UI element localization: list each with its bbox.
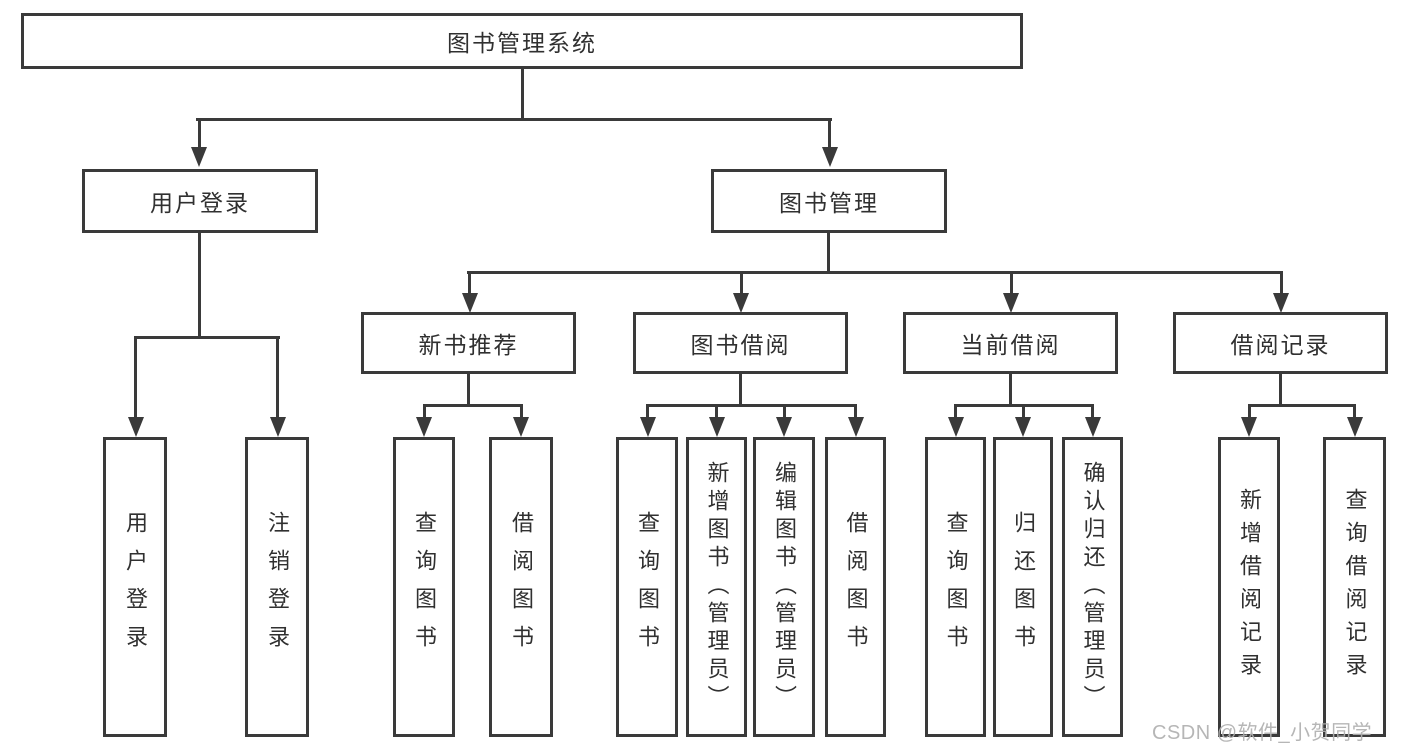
leaf-label: 用户登录 [123, 511, 148, 663]
leaf-query-books-borrowing: 查询图书 [616, 437, 678, 737]
arrow-to-borrow-records [1273, 293, 1289, 313]
node-label: 图书借阅 [690, 332, 791, 358]
node-library-management-system: 图书管理系统 [21, 13, 1023, 69]
node-label: 图书管理系统 [447, 30, 597, 56]
leaf-label: 查询图书 [943, 511, 969, 663]
leaf-borrow-books: 借阅图书 [825, 437, 886, 737]
connector-to-new-book [468, 273, 471, 295]
connector-current-borrowing-stem [1009, 374, 1012, 407]
node-borrowing-records: 借阅记录 [1173, 312, 1388, 374]
leaf-label: 借阅图书 [843, 511, 869, 663]
connector-c1 [646, 406, 649, 418]
leaf-label: 编辑图书（管理员） [772, 461, 797, 713]
node-user-login: 用户登录 [82, 169, 318, 233]
leaf-label: 新增借阅记录 [1237, 488, 1262, 686]
connector-c3 [783, 406, 786, 418]
connector-d1 [954, 406, 957, 418]
leaf-query-books-recommend: 查询图书 [393, 437, 455, 737]
leaf-label: 借阅图书 [509, 511, 534, 663]
connector-to-borrow-records [1280, 273, 1283, 295]
connector-user-login-stem [198, 233, 201, 339]
leaf-label: 查询图书 [635, 511, 660, 663]
node-label: 用户登录 [150, 190, 250, 216]
leaf-label: 确认归还（管理员） [1080, 461, 1106, 713]
leaf-label: 新增图书（管理员） [704, 461, 730, 713]
connector-to-current-borrowing [1010, 273, 1013, 295]
arrow-to-book-borrowing [733, 293, 749, 313]
arrow-e1 [1241, 417, 1257, 437]
connector-to-leaf-logout [276, 338, 279, 418]
connector-e1 [1248, 406, 1251, 418]
connector-to-book-borrowing [740, 273, 743, 295]
connector-b2 [520, 406, 523, 418]
arrow-to-book-management [822, 147, 838, 167]
leaf-query-books-current: 查询图书 [925, 437, 986, 737]
arrow-to-leaf-logout [270, 417, 286, 437]
leaf-logout: 注销登录 [245, 437, 309, 737]
connector-user-login-rail [134, 336, 280, 339]
connector-book-borrowing-rail [646, 404, 857, 407]
connector-root-stem [521, 69, 524, 121]
arrow-c2 [709, 417, 725, 437]
node-label: 图书管理 [779, 190, 879, 216]
arrow-c4 [848, 417, 864, 437]
leaf-label: 归还图书 [1011, 511, 1036, 663]
arrow-to-current-borrowing [1003, 293, 1019, 313]
connector-current-borrowing-rail [954, 404, 1094, 407]
arrow-c3 [776, 417, 792, 437]
connector-e2 [1353, 406, 1356, 418]
arrow-to-leaf-user-login [128, 417, 144, 437]
connector-new-book-stem [467, 374, 470, 407]
leaf-return-book: 归还图书 [993, 437, 1053, 737]
arrow-d1 [948, 417, 964, 437]
connector-book-management-stem [827, 233, 830, 274]
leaf-label: 查询图书 [412, 511, 437, 663]
arrow-c1 [640, 417, 656, 437]
arrow-d3 [1085, 417, 1101, 437]
node-label: 新书推荐 [418, 332, 519, 358]
leaf-confirm-return-admin: 确认归还（管理员） [1062, 437, 1123, 737]
arrow-to-user-login [191, 147, 207, 167]
leaf-borrow-books-recommend: 借阅图书 [489, 437, 553, 737]
connector-to-leaf-user-login [134, 338, 137, 418]
connector-borrow-records-rail [1248, 404, 1356, 407]
leaf-label: 注销登录 [265, 511, 290, 663]
connector-level1-rail [196, 118, 832, 121]
node-label: 当前借阅 [960, 332, 1061, 358]
leaf-label: 查询借阅记录 [1342, 488, 1368, 686]
connector-c4 [854, 406, 857, 418]
connector-b1 [423, 406, 426, 418]
node-book-management: 图书管理 [711, 169, 947, 233]
node-new-book-recommendation: 新书推荐 [361, 312, 576, 374]
connector-level3-rail [467, 271, 1283, 274]
arrow-b1 [416, 417, 432, 437]
connector-borrow-records-stem [1279, 374, 1282, 407]
leaf-add-book-admin: 新增图书（管理员） [686, 437, 747, 737]
node-current-borrowing: 当前借阅 [903, 312, 1118, 374]
watermark-csdn: CSDN @软件_小贺同学 [1152, 722, 1373, 744]
arrow-b2 [513, 417, 529, 437]
leaf-user-login: 用户登录 [103, 437, 167, 737]
connector-to-user-login [198, 120, 201, 148]
connector-d3 [1091, 406, 1094, 418]
connector-to-book-management [828, 120, 831, 148]
connector-book-borrowing-stem [739, 374, 742, 407]
connector-d2 [1022, 406, 1025, 418]
leaf-add-borrow-record: 新增借阅记录 [1218, 437, 1280, 737]
leaf-query-borrow-record: 查询借阅记录 [1323, 437, 1386, 737]
node-book-borrowing: 图书借阅 [633, 312, 848, 374]
connector-new-book-rail [423, 404, 523, 407]
leaf-edit-book-admin: 编辑图书（管理员） [753, 437, 815, 737]
connector-c2 [715, 406, 718, 418]
arrow-d2 [1015, 417, 1031, 437]
arrow-e2 [1347, 417, 1363, 437]
arrow-to-new-book [462, 293, 478, 313]
node-label: 借阅记录 [1230, 332, 1331, 358]
